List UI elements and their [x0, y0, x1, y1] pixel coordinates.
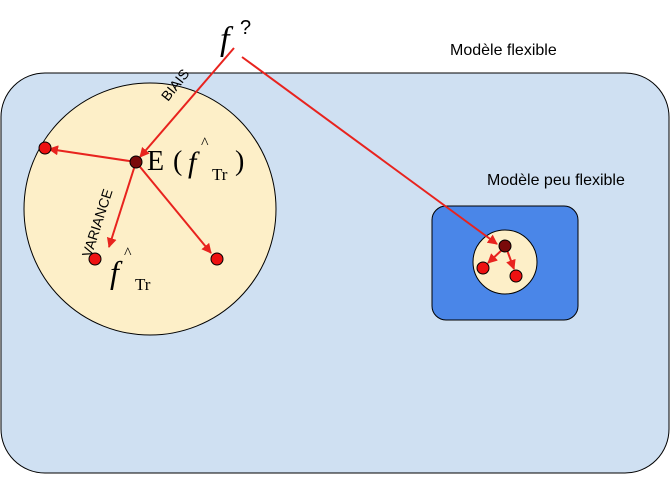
expected-estimator-point	[129, 155, 143, 169]
expectation-estimator-subscript: Tr	[212, 165, 228, 184]
estimator-point-right	[210, 252, 224, 266]
flexible-variance-circle	[23, 82, 277, 336]
estimator-hat: ^	[124, 245, 132, 262]
rigid-variance-arrow-right	[506, 249, 516, 270]
rigid-expected-point	[498, 239, 512, 253]
rigid-estimator-point-left	[476, 261, 490, 275]
expectation-symbol: E	[147, 146, 164, 177]
expectation-estimator-hat: ^	[201, 135, 209, 152]
true-function-question-mark: ?	[240, 17, 251, 39]
estimator-point-bottom	[88, 252, 102, 266]
rigid-model-label: Modèle peu flexible	[487, 172, 625, 189]
variance-arrow-down	[106, 161, 137, 248]
rigid-estimator-point-right	[509, 269, 523, 283]
bias-arrow	[139, 47, 235, 158]
expectation-open-paren: (	[173, 146, 182, 177]
true-function-f: f	[220, 21, 234, 58]
rigid-bias-arrow	[241, 56, 498, 245]
variance-arrow-right	[135, 161, 212, 254]
variance-arrow-left	[48, 145, 137, 163]
expectation-close-paren: )	[235, 146, 244, 177]
estimator-point-left	[38, 141, 52, 155]
flexible-model-label: Modèle flexible	[450, 42, 557, 59]
estimator-subscript: Tr	[135, 275, 151, 294]
